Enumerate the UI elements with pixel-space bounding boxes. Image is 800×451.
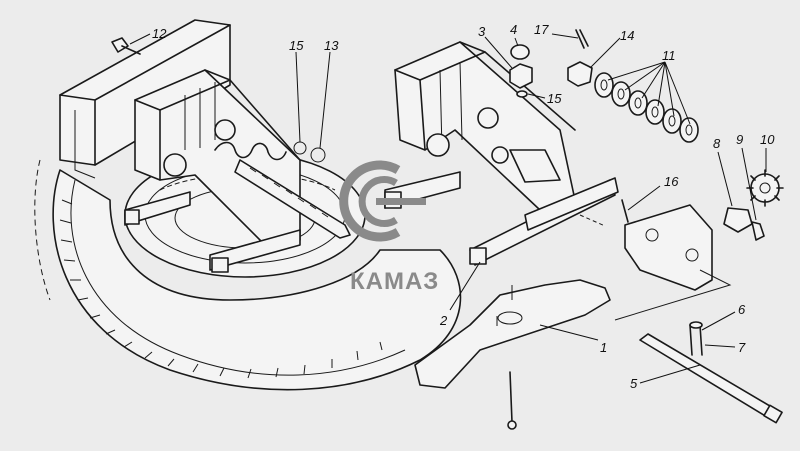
lever-plate-1-icon [414,279,611,389]
small-parts-top [111,29,699,143]
bolt-12-icon [111,37,129,53]
logo-bar [376,198,426,205]
callout-15-left: 15 [289,38,304,53]
cap-4-icon [510,44,530,60]
callout-2: 2 [439,313,448,328]
callout-6: 6 [738,302,746,317]
small-parts-right [579,169,784,321]
callout-14: 14 [620,28,634,43]
washers-11-icon [594,72,699,143]
pin-6-icon [689,324,703,356]
callout-1: 1 [600,340,607,355]
callout-10: 10 [760,132,775,147]
callout-9: 9 [736,132,743,147]
lower-parts [414,279,783,430]
logo-arc-inner [358,176,398,227]
left-bracket [124,69,351,273]
callout-16: 16 [664,174,679,189]
gear-10-icon [746,169,784,207]
nut-3-icon [509,63,533,89]
washer-15-icon [516,90,528,98]
clamp-8-icon [723,207,753,233]
callout-5: 5 [630,376,638,391]
callout-17: 17 [534,22,549,37]
castle-nut-14-icon [567,61,593,87]
bottom-pin-icon [509,371,513,423]
hinge-bracket-icon [624,204,713,291]
callouts: 1 2 3 4 5 6 7 8 9 10 11 12 13 14 15 15 1 [129,22,775,391]
callout-8: 8 [713,136,721,151]
callout-13: 13 [324,38,339,53]
callout-12: 12 [152,26,167,41]
callout-4: 4 [510,22,517,37]
logo-arc-outer [339,160,401,242]
callout-11: 11 [662,48,676,63]
frame-beam [59,19,231,179]
pin-16-icon [621,199,629,223]
callout-7: 7 [738,340,746,355]
part-9-icon [751,221,765,241]
split-pin-17-icon [575,29,589,49]
callout-3: 3 [478,24,486,39]
kamaz-logo: КАМАЗ [339,160,439,295]
logo-text: КАМАЗ [350,268,439,295]
callout-15-right: 15 [547,91,562,106]
